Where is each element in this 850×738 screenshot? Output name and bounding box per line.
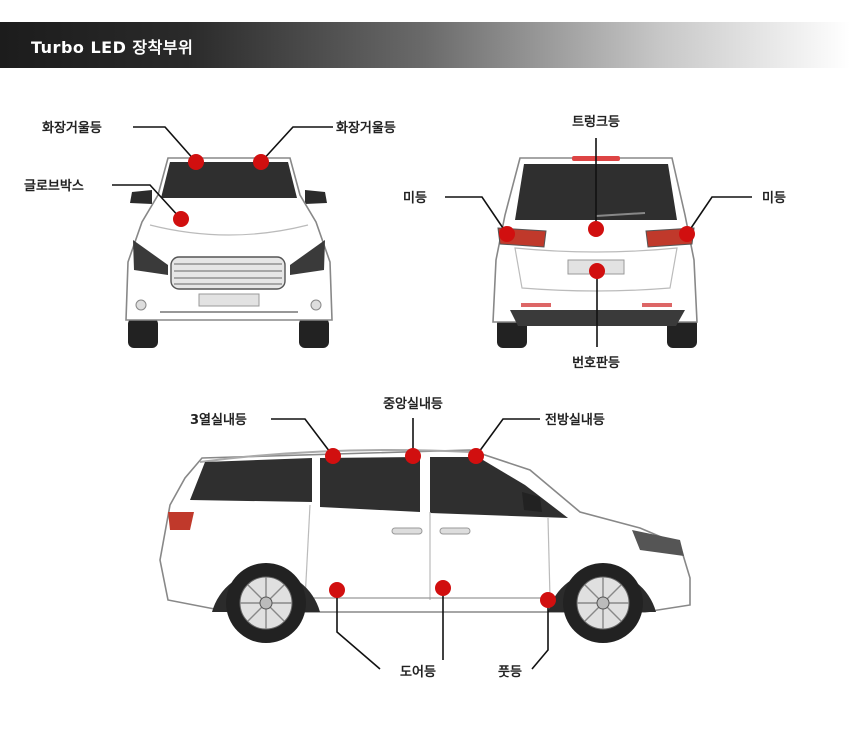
led-marker-front [468, 448, 484, 464]
leader-foot [531, 600, 549, 670]
led-marker-door-front [435, 580, 451, 596]
label-center: 중앙실내등 [383, 396, 443, 412]
label-foot: 풋등 [498, 665, 522, 680]
led-marker-tail-right [679, 226, 695, 242]
led-marker-tail-left [499, 226, 515, 242]
label-trunk: 트렁크등 [572, 115, 620, 130]
label-front: 전방실내등 [545, 412, 605, 428]
led-marker-vanity-left [188, 154, 204, 170]
label-tail-right: 미등 [762, 190, 786, 206]
rear-view-car [492, 156, 698, 348]
label-third-row: 3열실내등 [190, 412, 247, 428]
leader-third-row [271, 418, 334, 457]
led-marker-trunk [588, 221, 604, 237]
leader-tail-left [445, 196, 508, 235]
led-marker-foot [540, 592, 556, 608]
leader-tail-right [686, 196, 752, 235]
leader-door [336, 590, 381, 670]
leader-glovebox [112, 184, 182, 220]
front-view-car [125, 157, 333, 348]
page-title: Turbo LED 장착부위 [31, 38, 194, 57]
leader-vanity-left [133, 126, 197, 163]
led-marker-vanity-right [253, 154, 269, 170]
label-vanity-left: 화장거울등 [42, 120, 102, 136]
label-vanity-right: 화장거울등 [336, 120, 396, 136]
label-tail-left: 미등 [403, 190, 427, 206]
side-view-car [159, 448, 691, 643]
led-marker-center [405, 448, 421, 464]
leader-front [475, 418, 540, 457]
header-bar: Turbo LED 장착부위 [0, 22, 850, 68]
label-door: 도어등 [400, 664, 436, 680]
label-license: 번호판등 [572, 355, 620, 371]
led-marker-glovebox [173, 211, 189, 227]
label-glovebox: 글로브박스 [24, 178, 84, 194]
led-marker-third-row [325, 448, 341, 464]
led-marker-door-rear [329, 582, 345, 598]
led-marker-license [589, 263, 605, 279]
leader-vanity-right [260, 126, 333, 163]
